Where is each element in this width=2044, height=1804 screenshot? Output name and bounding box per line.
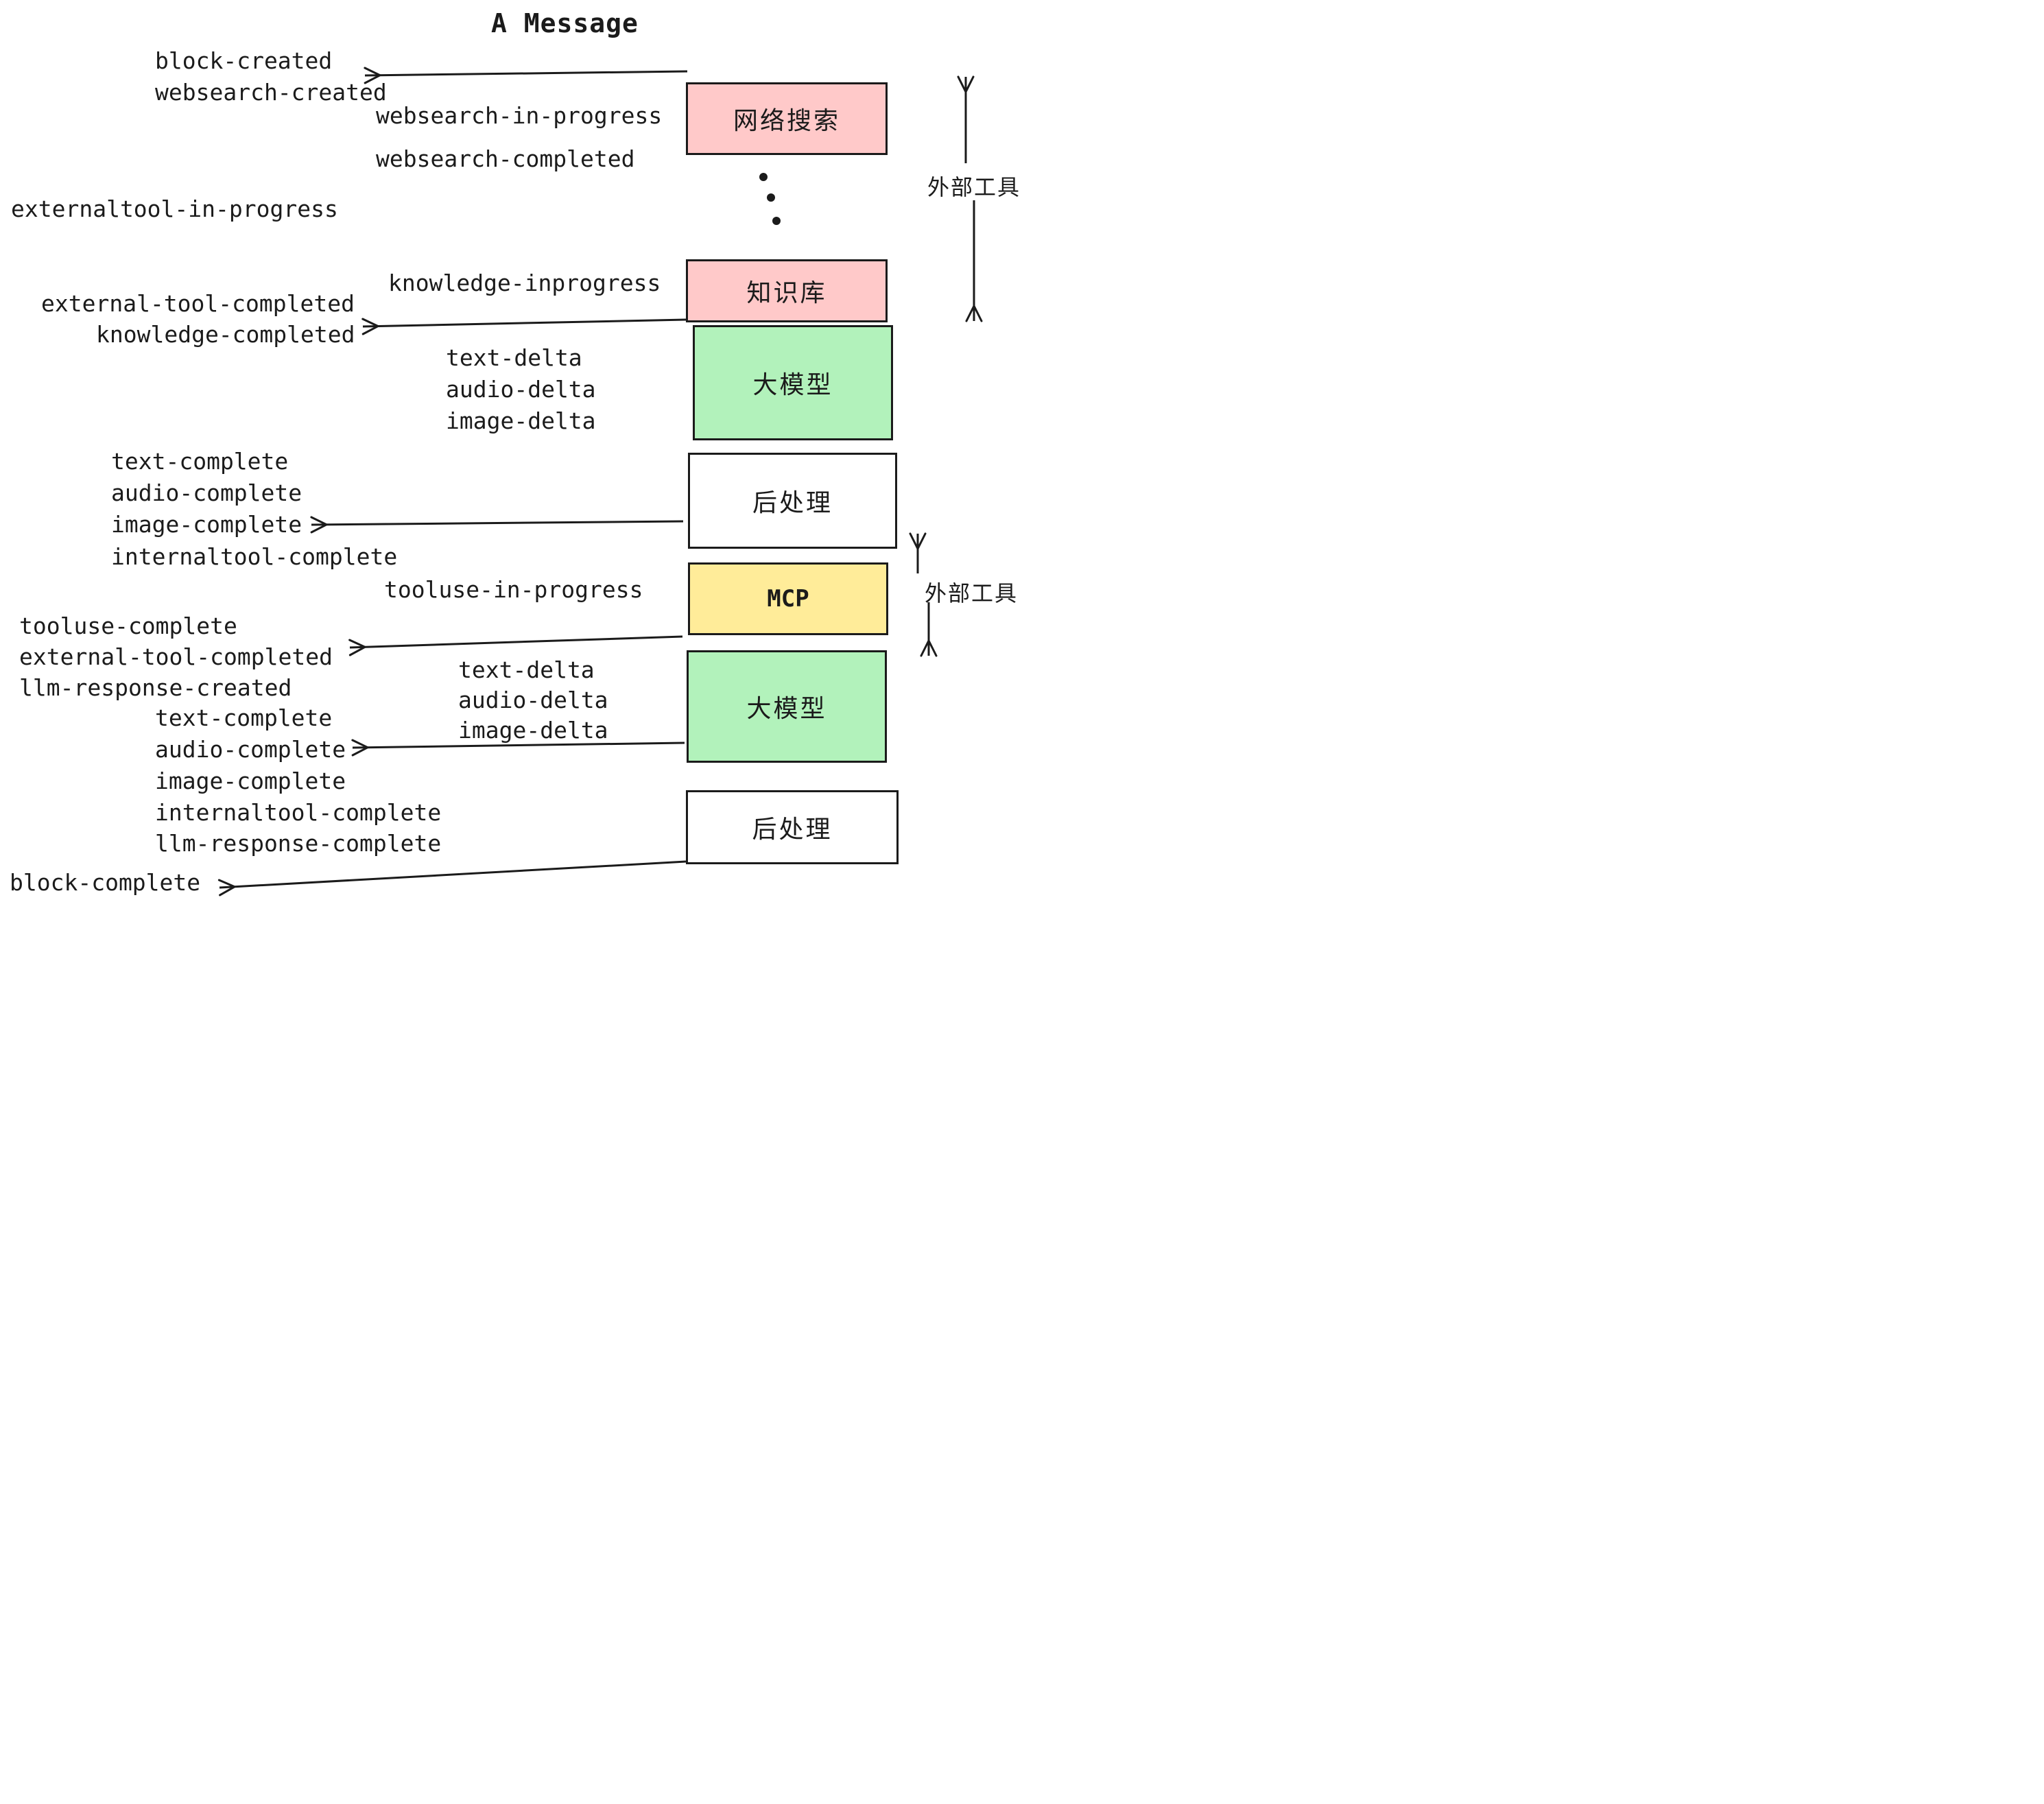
event-internaltool-complete-1: internaltool-complete: [111, 543, 398, 570]
event-image-delta-2: image-delta: [458, 717, 608, 744]
arrow-to-tooluse-complete: [348, 635, 683, 656]
node-llm-2: 大模型: [687, 650, 887, 763]
event-block-complete: block-complete: [10, 869, 201, 896]
event-tooluse-in-progress: tooluse-in-progress: [384, 576, 643, 603]
arrow-to-knowledge-completed: [361, 318, 687, 335]
event-llm-response-created: llm-response-created: [19, 674, 292, 701]
event-text-complete-1: text-complete: [111, 448, 289, 475]
node-knowledge-base-label: 知识库: [746, 278, 827, 307]
event-text-delta-1: text-delta: [446, 344, 582, 371]
node-postprocess-1-label: 后处理: [752, 488, 833, 517]
ellipsis-dots-icon: [759, 173, 781, 225]
event-llm-response-complete: llm-response-complete: [155, 830, 442, 857]
node-postprocess-2-label: 后处理: [752, 815, 833, 843]
diagram-canvas: A Message block-created websearch-create…: [0, 0, 1022, 902]
arrow-to-audio-complete: [351, 739, 685, 757]
node-websearch: 网络搜索: [686, 82, 888, 155]
arrow-to-block-complete: [217, 860, 687, 897]
node-llm-1-label: 大模型: [752, 370, 833, 399]
event-knowledge-completed: knowledge-completed: [96, 321, 355, 348]
arrow-to-image-complete: [310, 516, 684, 534]
diagram-title: A Message: [491, 8, 639, 38]
node-postprocess-2: 后处理: [686, 790, 899, 864]
event-audio-complete-2: audio-complete: [155, 736, 346, 763]
side-label-external-tools-mcp: 外部工具: [925, 581, 1019, 606]
event-tooluse-complete: tooluse-complete: [19, 613, 237, 639]
event-text-complete-2: text-complete: [155, 704, 333, 731]
node-postprocess-1: 后处理: [688, 453, 897, 549]
event-text-delta-2: text-delta: [458, 656, 595, 683]
node-mcp-label: MCP: [767, 585, 809, 613]
event-websearch-created: websearch-created: [155, 79, 387, 106]
event-image-complete-1: image-complete: [111, 511, 302, 538]
event-external-tool-completed-2: external-tool-completed: [19, 643, 333, 670]
event-audio-complete-1: audio-complete: [111, 479, 302, 506]
event-audio-delta-1: audio-delta: [446, 376, 596, 403]
node-websearch-label: 网络搜索: [733, 106, 840, 134]
node-llm-2-label: 大模型: [746, 694, 827, 722]
node-llm-1: 大模型: [693, 325, 893, 440]
side-label-external-tools-top: 外部工具: [927, 175, 1021, 200]
event-websearch-in-progress: websearch-in-progress: [376, 102, 663, 129]
event-internaltool-complete-2: internaltool-complete: [155, 799, 442, 826]
event-external-tool-completed: external-tool-completed: [41, 290, 355, 317]
event-block-created: block-created: [155, 47, 333, 74]
event-externaltool-in-progress: externaltool-in-progress: [11, 195, 338, 222]
event-image-delta-1: image-delta: [446, 407, 596, 434]
event-audio-delta-2: audio-delta: [458, 687, 608, 713]
node-mcp: MCP: [688, 562, 888, 635]
event-knowledge-inprogress: knowledge-inprogress: [388, 270, 661, 296]
arrow-to-block-created: [364, 67, 688, 84]
event-image-complete-2: image-complete: [155, 768, 346, 794]
event-websearch-completed: websearch-completed: [376, 145, 635, 172]
node-knowledge-base: 知识库: [686, 259, 888, 322]
